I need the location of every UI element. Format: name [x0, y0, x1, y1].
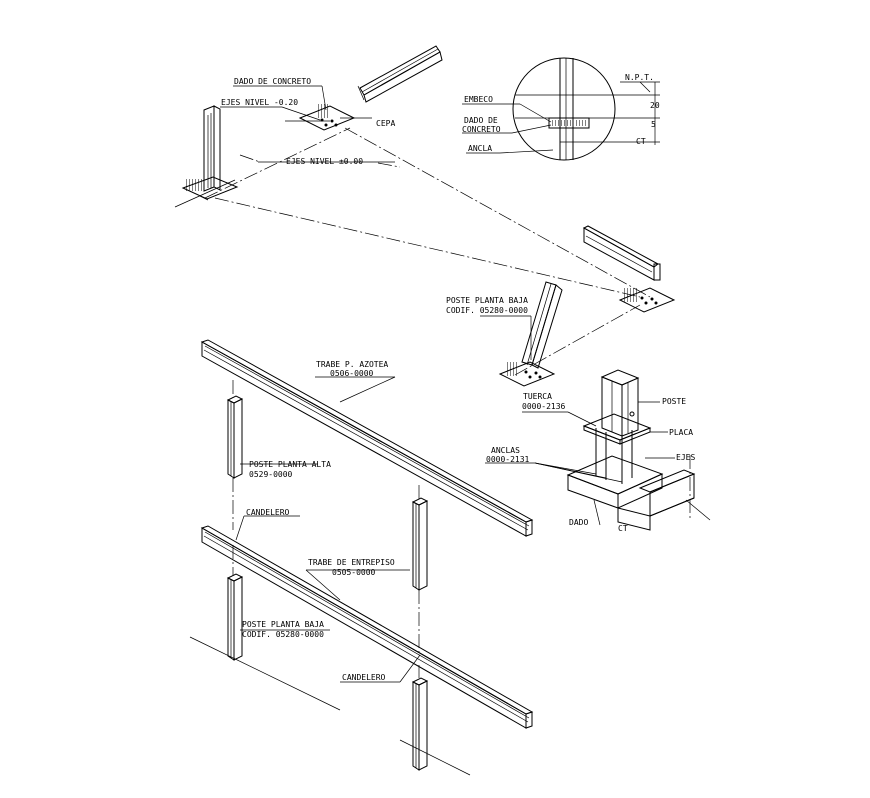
label-poste-pa-code: 0529-0000	[249, 470, 293, 479]
label-ejes-nivel-neg: EJES NIVEL -0.20	[221, 98, 298, 107]
label-ct: CT	[618, 524, 628, 533]
label-dado-de: DADO DE	[464, 116, 498, 125]
label-trabe-entrepiso-code: 0505-0000	[332, 568, 376, 577]
label-ct-detail: CT	[636, 137, 646, 146]
ground-line-1	[189, 636, 341, 711]
label-dado: DADO	[569, 518, 588, 527]
label-poste-pb-1: POSTE PLANTA BAJA	[446, 296, 528, 305]
label-dado-concreto: DADO DE CONCRETO	[234, 77, 311, 86]
label-poste-pa: POSTE PLANTA ALTA	[249, 460, 331, 469]
right-lower-post	[411, 665, 429, 771]
leader-lines	[220, 85, 675, 683]
axis-lines	[204, 127, 651, 376]
label-poste: POSTE	[662, 397, 686, 406]
label-dim-5: 5	[651, 120, 656, 129]
label-cepa: CEPA	[376, 119, 395, 128]
label-trabe-azotea: TRABE P. AZOTEA	[316, 360, 388, 369]
label-ejes-nivel-0: EJES NIVEL ±0.00	[286, 157, 363, 166]
upper-left-post	[226, 380, 244, 530]
label-placa: PLACA	[669, 428, 693, 437]
middle-right-beam	[582, 225, 661, 281]
label-poste-pb-1-code: CODIF. 05280-0000	[446, 306, 528, 315]
label-tuerca-code: 0000-2136	[522, 402, 566, 411]
label-poste-pb-2: POSTE PLANTA BAJA	[242, 620, 324, 629]
middle-right-footing	[618, 287, 676, 313]
middle-post-footing	[498, 281, 563, 387]
label-anclas: ANCLAS	[491, 446, 520, 455]
base-plate-detail	[566, 369, 711, 531]
anchor-detail-circle	[512, 57, 660, 161]
roof-beam	[200, 339, 534, 537]
label-anclas-code: 0000-2131	[486, 455, 530, 464]
label-trabe-azotea-code: 0506-0000	[330, 369, 374, 378]
right-upper-post	[411, 485, 429, 655]
top-left-post-footing	[174, 105, 239, 208]
label-poste-pb-2-code: CODIF. 05280-0000	[242, 630, 324, 639]
mezzanine-beam	[200, 525, 534, 729]
label-dim-20: 20	[650, 101, 660, 110]
label-trabe-entrepiso: TRABE DE ENTREPISO	[308, 558, 395, 567]
label-embeco: EMBECO	[464, 95, 493, 104]
label-ejes: EJES	[676, 453, 695, 462]
label-concreto: CONCRETO	[462, 125, 501, 134]
label-tuerca: TUERCA	[523, 392, 552, 401]
ground-line-2	[399, 739, 471, 776]
label-candelero-1: CANDELERO	[246, 508, 290, 517]
label-ancla: ANCLA	[468, 144, 492, 153]
top-center-footing	[285, 104, 372, 131]
label-candelero-2: CANDELERO	[342, 673, 386, 682]
label-npt: N.P.T.	[625, 73, 654, 82]
lower-left-post	[226, 545, 244, 661]
top-beam-stub	[357, 45, 443, 103]
